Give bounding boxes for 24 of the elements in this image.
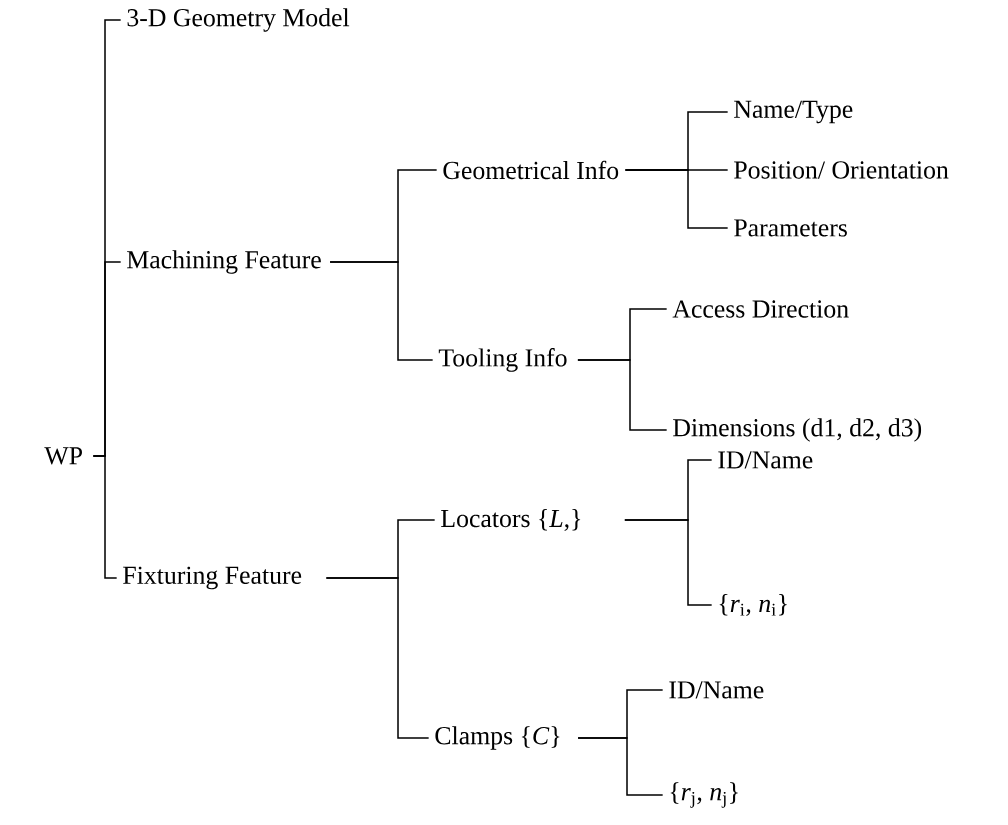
tree-label: {r$_{j}$, n$_{j}$} [670, 782, 738, 808]
tree-connector [577, 359, 668, 431]
tree-label: Geometrical Info [443, 160, 619, 180]
tree-label: Fixturing Feature [123, 566, 302, 590]
tree-connector [325, 577, 430, 739]
tree-label: 3-D Geometry Model [127, 8, 350, 32]
tree-connector [624, 519, 713, 606]
tree-label: ID/Name [669, 681, 764, 699]
tree-label: WP [44, 447, 82, 465]
tree-label: Tooling Info [438, 348, 567, 372]
tree-label: Access Direction [672, 300, 849, 318]
tree-label: Position/ Orientation [734, 161, 949, 179]
tree-label: Machining Feature [127, 250, 321, 274]
tree-label: Clamps {C} [435, 726, 560, 750]
tree-connector [577, 737, 664, 796]
tree-label: {r$_{i}$, n$_{i}$} [719, 594, 787, 616]
tree-label: Dimensions (d1, d2, d3) [673, 418, 922, 442]
tree-connector [329, 261, 434, 361]
tree-label: Locators {L,} [441, 509, 581, 531]
tree-label: ID/Name [718, 451, 813, 469]
tree-connector [624, 169, 729, 229]
tree-label: Name/Type [734, 100, 853, 124]
tree-label: Parameters [734, 219, 847, 237]
tree-connector [92, 455, 118, 579]
